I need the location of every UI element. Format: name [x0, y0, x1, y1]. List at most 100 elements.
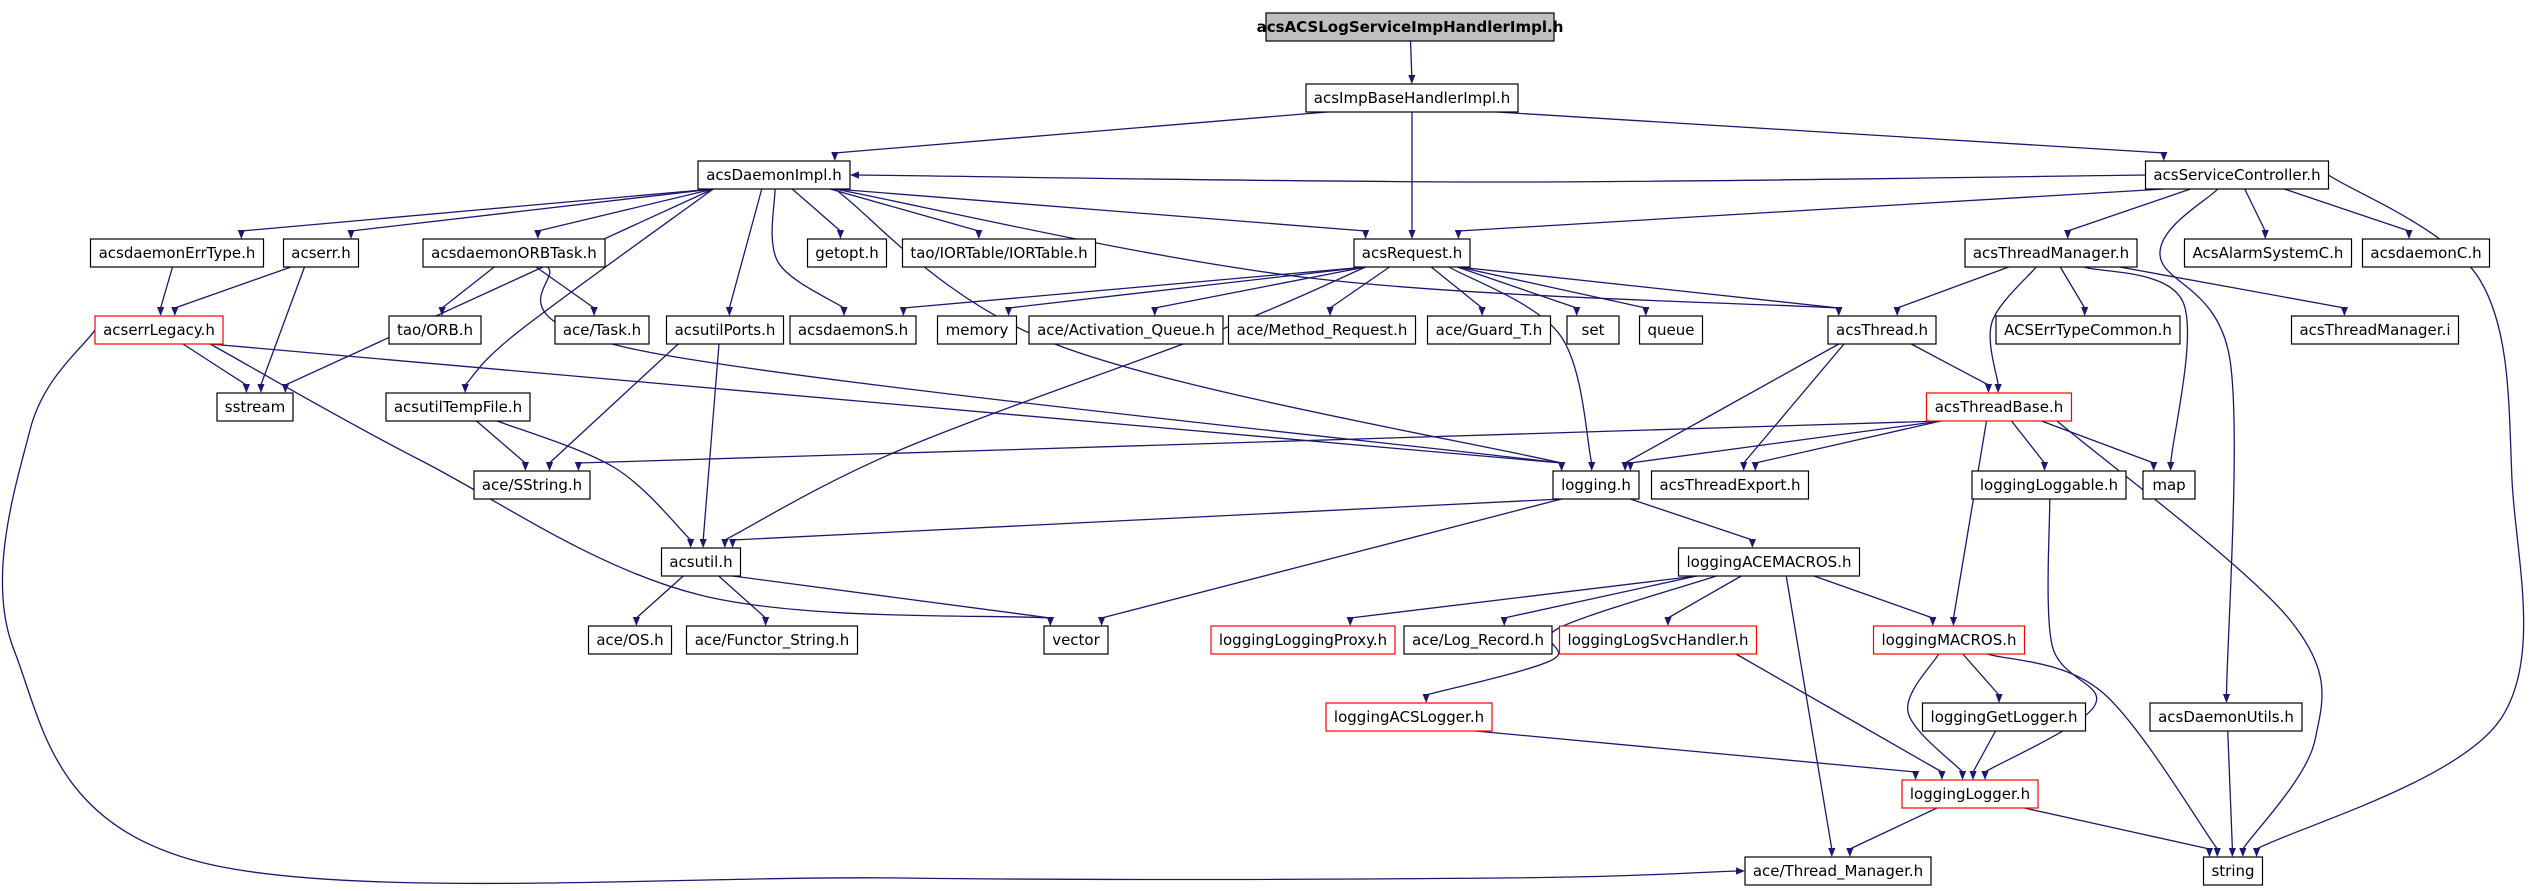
arrowhead [1995, 694, 2003, 703]
node-box[interactable] [901, 238, 1097, 268]
graph-node-acsservicecontroller-h[interactable]: acsServiceController.h [2144, 160, 2330, 190]
graph-node-acsrequest-h[interactable]: acsRequest.h [1353, 238, 1471, 268]
node-box[interactable] [94, 315, 224, 345]
graph-node-ace-functor-string-h[interactable]: ace/Functor_String.h [685, 625, 859, 655]
node-box[interactable] [685, 625, 859, 655]
graph-node-ace-log-record-h[interactable]: ace/Log_Record.h [1403, 625, 1553, 655]
node-box[interactable] [806, 238, 888, 268]
node-box[interactable] [2142, 470, 2196, 500]
node-box[interactable] [1971, 470, 2127, 500]
node-box[interactable] [1995, 315, 2181, 345]
graph-node-getopt-h[interactable]: getopt.h [806, 238, 888, 268]
node-box[interactable] [385, 392, 531, 422]
node-box[interactable] [1925, 392, 2073, 422]
graph-node-memory[interactable]: memory [936, 315, 1018, 345]
graph-node-acserrlegacy-h[interactable]: acserrLegacy.h [94, 315, 224, 345]
graph-node-tao-orb-h[interactable]: tao/ORB.h [388, 315, 482, 345]
graph-node-ace-method-request-h[interactable]: ace/Method_Request.h [1227, 315, 1417, 345]
node-box[interactable] [1650, 470, 1810, 500]
node-box[interactable] [1921, 702, 2087, 732]
node-box[interactable] [587, 625, 673, 655]
node-box[interactable] [1043, 625, 1109, 655]
node-box[interactable] [1353, 238, 1471, 268]
node-box[interactable] [2361, 238, 2491, 268]
node-box[interactable] [1227, 315, 1417, 345]
node-box[interactable] [1552, 470, 1640, 500]
graph-node-acsutil-h[interactable]: acsutil.h [660, 547, 742, 577]
graph-node-ace-activation-queue-h[interactable]: ace/Activation_Queue.h [1028, 315, 1224, 345]
node-box[interactable] [2144, 160, 2330, 190]
graph-node-acsutilports-h[interactable]: acsutilPorts.h [665, 315, 785, 345]
graph-node-acsalarmsystemc-h[interactable]: AcsAlarmSystemC.h [2183, 238, 2353, 268]
graph-node-acsdaemonutils-h[interactable]: acsDaemonUtils.h [2149, 702, 2303, 732]
node-box[interactable] [1901, 779, 2039, 809]
node-box[interactable] [1426, 315, 1552, 345]
node-box[interactable] [1677, 547, 1861, 577]
graph-node-set[interactable]: set [1566, 315, 1620, 345]
node-box[interactable] [789, 315, 917, 345]
graph-node-acserrtypecommon-h[interactable]: ACSErrTypeCommon.h [1995, 315, 2181, 345]
node-box[interactable] [282, 238, 360, 268]
graph-node-acsdaemonerrtype-h[interactable]: acsdaemonErrType.h [89, 238, 265, 268]
node-box[interactable] [1827, 315, 1937, 345]
node-box[interactable] [89, 238, 265, 268]
graph-node-logging-h[interactable]: logging.h [1552, 470, 1640, 500]
graph-node-ace-sstring-h[interactable]: ace/SString.h [473, 470, 591, 500]
node-box[interactable] [554, 315, 650, 345]
graph-node-logginglogsvchandler-h[interactable]: loggingLogSvcHandler.h [1558, 625, 1758, 655]
node-box[interactable] [660, 547, 742, 577]
graph-node-ace-thread-manager-h[interactable]: ace/Thread_Manager.h [1744, 856, 1932, 886]
node-box[interactable] [1558, 625, 1758, 655]
graph-node-acsdaemonimpl-h[interactable]: acsDaemonImpl.h [697, 160, 851, 190]
graph-node-map[interactable]: map [2142, 470, 2196, 500]
graph-node-logginglogger-h[interactable]: loggingLogger.h [1901, 779, 2039, 809]
graph-node-loggingloggable-h[interactable]: loggingLoggable.h [1971, 470, 2127, 500]
graph-node-acsthreadbase-h[interactable]: acsThreadBase.h [1925, 392, 2073, 422]
node-box[interactable] [422, 238, 606, 268]
graph-node-loggingacslogger-h[interactable]: loggingACSLogger.h [1325, 702, 1493, 732]
node-box[interactable] [936, 315, 1018, 345]
node-box[interactable] [216, 392, 294, 422]
graph-node-loggingmacros-h[interactable]: loggingMACROS.h [1872, 625, 2026, 655]
node-box[interactable] [1566, 315, 1620, 345]
graph-node-acsdaemons-h[interactable]: acsdaemonS.h [789, 315, 917, 345]
node-box[interactable] [1872, 625, 2026, 655]
graph-node-loggingacemacros-h[interactable]: loggingACEMACROS.h [1677, 547, 1861, 577]
graph-node-acsthread-h[interactable]: acsThread.h [1827, 315, 1937, 345]
graph-node-acsimpbasehandlerimpl-h[interactable]: acsImpBaseHandlerImpl.h [1305, 83, 1519, 113]
graph-node-acsthreadmanager-h[interactable]: acsThreadManager.h [1964, 238, 2138, 268]
graph-node-acsutiltempfile-h[interactable]: acsutilTempFile.h [385, 392, 531, 422]
graph-node-acsdaemonc-h[interactable]: acsdaemonC.h [2361, 238, 2491, 268]
graph-node-loggingloggingproxy-h[interactable]: loggingLoggingProxy.h [1210, 625, 1396, 655]
node-box[interactable] [1325, 702, 1493, 732]
graph-node-ace-guard-t-h[interactable]: ace/Guard_T.h [1426, 315, 1552, 345]
node-box[interactable] [2290, 315, 2460, 345]
node-box[interactable] [1964, 238, 2138, 268]
node-box[interactable] [1744, 856, 1932, 886]
node-box[interactable] [697, 160, 851, 190]
graph-node-ace-os-h[interactable]: ace/OS.h [587, 625, 673, 655]
node-box[interactable] [1305, 83, 1519, 113]
node-box[interactable] [1210, 625, 1396, 655]
graph-node-ace-task-h[interactable]: ace/Task.h [554, 315, 650, 345]
graph-node-string[interactable]: string [2202, 856, 2264, 886]
node-box[interactable] [665, 315, 785, 345]
node-box[interactable] [1638, 315, 1704, 345]
node-box[interactable] [2149, 702, 2303, 732]
graph-node-tao-iortable-iortable-h[interactable]: tao/IORTable/IORTable.h [901, 238, 1097, 268]
graph-node-queue[interactable]: queue [1638, 315, 1704, 345]
graph-node-acserr-h[interactable]: acserr.h [282, 238, 360, 268]
graph-node-acsdaemonorbtask-h[interactable]: acsdaemonORBTask.h [422, 238, 606, 268]
arrowhead [699, 539, 707, 548]
node-box[interactable] [1028, 315, 1224, 345]
node-box[interactable] [388, 315, 482, 345]
node-box[interactable] [1403, 625, 1553, 655]
graph-node-acsthreadmanager-i[interactable]: acsThreadManager.i [2290, 315, 2460, 345]
graph-node-acsthreadexport-h[interactable]: acsThreadExport.h [1650, 470, 1810, 500]
node-box[interactable] [2183, 238, 2353, 268]
graph-node-vector[interactable]: vector [1043, 625, 1109, 655]
graph-node-sstream[interactable]: sstream [216, 392, 294, 422]
graph-node-logginggetlogger-h[interactable]: loggingGetLogger.h [1921, 702, 2087, 732]
node-box[interactable] [2202, 856, 2264, 886]
node-box[interactable] [473, 470, 591, 500]
